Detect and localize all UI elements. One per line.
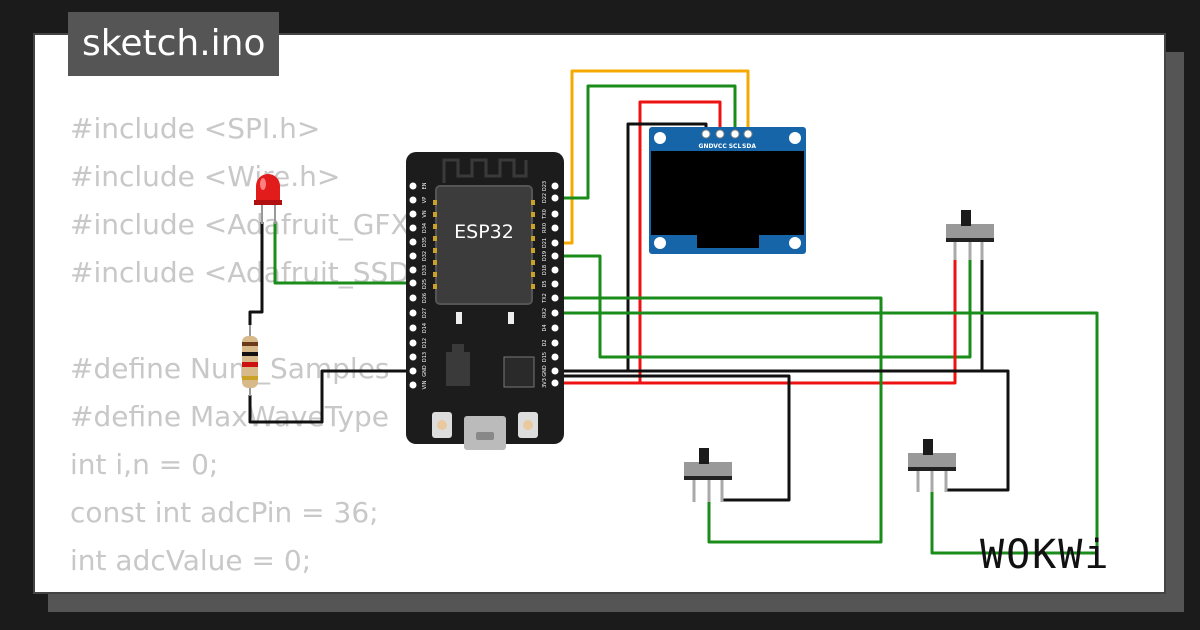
wire-green-switch1	[555, 254, 972, 359]
right-pin-labels: D23 D22 TX0 RX0 D21 D19 D18 D5 TX2 RX2 D…	[542, 181, 548, 388]
code-line: #define Num_Samples	[70, 352, 390, 385]
pin-label: D4	[542, 324, 548, 331]
code-line: int i,n = 0;	[70, 448, 219, 481]
slide-switch-bottom-left[interactable]	[684, 448, 732, 502]
wire-green-switch2	[555, 296, 883, 544]
wire-green-scl	[555, 84, 737, 200]
oled-pin-labels: GND VCC SCL SDA	[699, 143, 757, 150]
pin-label: TX2	[542, 293, 548, 304]
code-line: #define MaxWaveType	[70, 400, 390, 433]
oled-pin-label: SDA	[742, 143, 756, 150]
pin-label: D35	[422, 237, 428, 247]
pin-label: D27	[422, 308, 428, 318]
pin-label: EN	[422, 182, 428, 189]
oled-pin-label: GND	[699, 143, 714, 150]
pin-label: VP	[422, 197, 428, 203]
resistor[interactable]	[242, 325, 258, 396]
pin-label: D15	[542, 352, 548, 362]
pin-label: D18	[542, 265, 548, 275]
code-line: const int adcPin = 36;	[70, 496, 379, 529]
pin-label: D25	[422, 279, 428, 289]
pin-label: TX0	[542, 209, 548, 220]
wire-black-switch2	[555, 374, 791, 502]
wire-black-resistor-gnd	[248, 369, 413, 424]
esp32-board[interactable]: ESP32 EN VP VN D34	[406, 152, 564, 450]
red-led[interactable]	[254, 174, 282, 224]
wokwi-logo: WOKWi	[980, 532, 1110, 578]
wire-green-led	[273, 222, 413, 285]
wire-orange-sda	[555, 69, 750, 245]
slide-switch-right[interactable]	[946, 210, 994, 260]
right-header-pins	[550, 181, 560, 388]
oled-pin-label: SCL	[729, 143, 742, 150]
oled-screen	[651, 151, 804, 235]
code-line: #include <SPI.h>	[70, 112, 321, 145]
pin-label: VIN	[422, 380, 428, 389]
pin-label: GND	[422, 365, 428, 377]
wire-red-switch1	[555, 258, 957, 385]
pin-label: D22	[542, 193, 548, 203]
left-header-pins	[408, 181, 418, 390]
pin-label: D33	[422, 265, 428, 275]
pin-label: D26	[422, 293, 428, 303]
wire-black-led-resistor	[248, 222, 264, 325]
pin-label: D21	[542, 238, 548, 248]
code-preview: #include <SPI.h>#include <Wire.h>#includ…	[70, 105, 410, 592]
pin-label: D12	[422, 338, 428, 348]
code-line: int adcValue = 0;	[70, 544, 312, 577]
esp32-label: ESP32	[454, 221, 514, 243]
code-line: #include <Adafruit_GFX	[70, 208, 410, 241]
pin-label: VN	[422, 210, 428, 217]
pin-label: D34	[422, 223, 428, 233]
pin-label: RX2	[542, 308, 548, 318]
pin-label: 3V3	[542, 378, 548, 388]
pin-label: RX0	[542, 223, 548, 233]
pin-label: GND	[542, 365, 548, 377]
pin-label: D23	[542, 181, 548, 191]
left-pin-labels: EN VP VN D34 D35 D32 D33 D25 D26 D27 D14…	[422, 182, 428, 389]
file-tab[interactable]: sketch.ino	[68, 12, 280, 76]
slide-switch-bottom-right[interactable]	[908, 439, 956, 492]
pin-label: D14	[422, 323, 428, 333]
oled-display[interactable]: GND VCC SCL SDA	[649, 127, 806, 254]
pin-label: D5	[542, 280, 548, 287]
pin-label: D2	[542, 339, 548, 346]
wire-black-switch3	[555, 369, 1010, 492]
pin-label: D19	[542, 251, 548, 261]
oled-pin-label: VCC	[713, 143, 727, 150]
pin-label: D13	[422, 352, 428, 362]
esp32-chip	[435, 185, 533, 305]
pin-label: D32	[422, 251, 428, 261]
wire-green-switch3	[555, 311, 1099, 555]
